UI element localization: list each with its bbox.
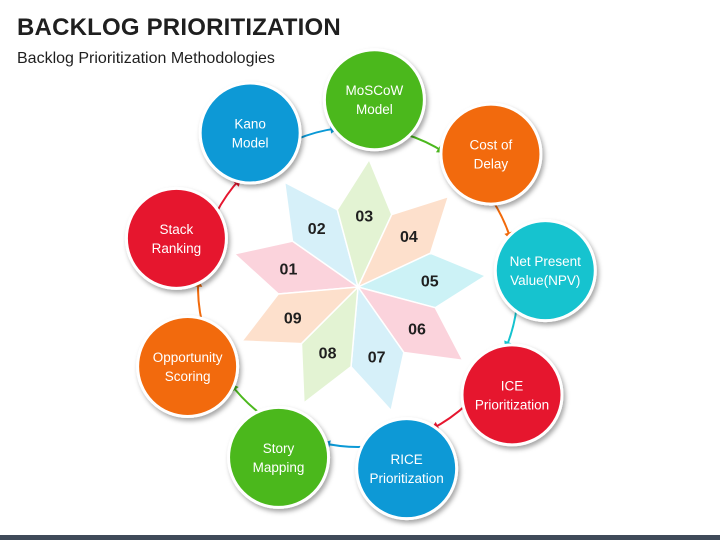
step-number-01: 01 (280, 261, 298, 278)
step-number-05: 05 (421, 274, 439, 291)
step-number-08: 08 (319, 345, 337, 362)
step-number-09: 09 (284, 310, 302, 327)
method-label: Opportunity (153, 350, 223, 365)
method-label: Prioritization (370, 471, 444, 486)
method-label: Story (263, 441, 295, 456)
circle-shape-05 (493, 219, 597, 323)
method-label: ICE (501, 378, 524, 393)
method-label: Model (232, 135, 269, 150)
method-label: Stack (160, 222, 194, 237)
method-circle-04: Cost of Delay (439, 102, 543, 206)
step-number-02: 02 (308, 221, 326, 238)
method-circle-03: MoSCoW Model (322, 48, 426, 152)
circle-shape-09 (136, 314, 240, 418)
step-number-03: 03 (355, 208, 373, 225)
circle-shape-06 (460, 343, 564, 447)
step-numbers: 01 02 03 04 05 06 07 08 09 (280, 208, 439, 366)
method-label: Kano (234, 116, 266, 131)
bottom-bar (0, 535, 720, 540)
step-number-06: 06 (408, 321, 426, 338)
method-label: Ranking (152, 241, 202, 256)
circle-shape-07 (355, 417, 459, 521)
method-label: Mapping (253, 460, 305, 475)
circle-shape-02 (198, 81, 302, 185)
method-label: Prioritization (475, 397, 549, 412)
page-title: BACKLOG PRIORITIZATION (17, 14, 341, 41)
step-number-07: 07 (368, 350, 386, 367)
step-number-04: 04 (400, 229, 418, 246)
segment-09 (240, 286, 360, 345)
method-label: Cost of (470, 138, 513, 153)
method-label: Model (356, 102, 393, 117)
method-label: Value(NPV) (510, 273, 580, 288)
page-subtitle: Backlog Prioritization Methodologies (17, 50, 275, 67)
method-circle-06: ICE Prioritization (460, 343, 564, 447)
circle-shape-03 (322, 48, 426, 152)
method-label: Scoring (165, 369, 211, 384)
star-segments (232, 157, 488, 413)
circle-shape-08 (227, 405, 331, 509)
method-label: RICE (391, 452, 423, 467)
circle-shape-01 (124, 186, 228, 290)
method-label: MoSCoW (346, 83, 404, 98)
method-circle-07: RICE Prioritization (355, 417, 459, 521)
method-label: Delay (474, 157, 509, 172)
method-label: Net Present (510, 254, 582, 269)
circle-shape-04 (439, 102, 543, 206)
